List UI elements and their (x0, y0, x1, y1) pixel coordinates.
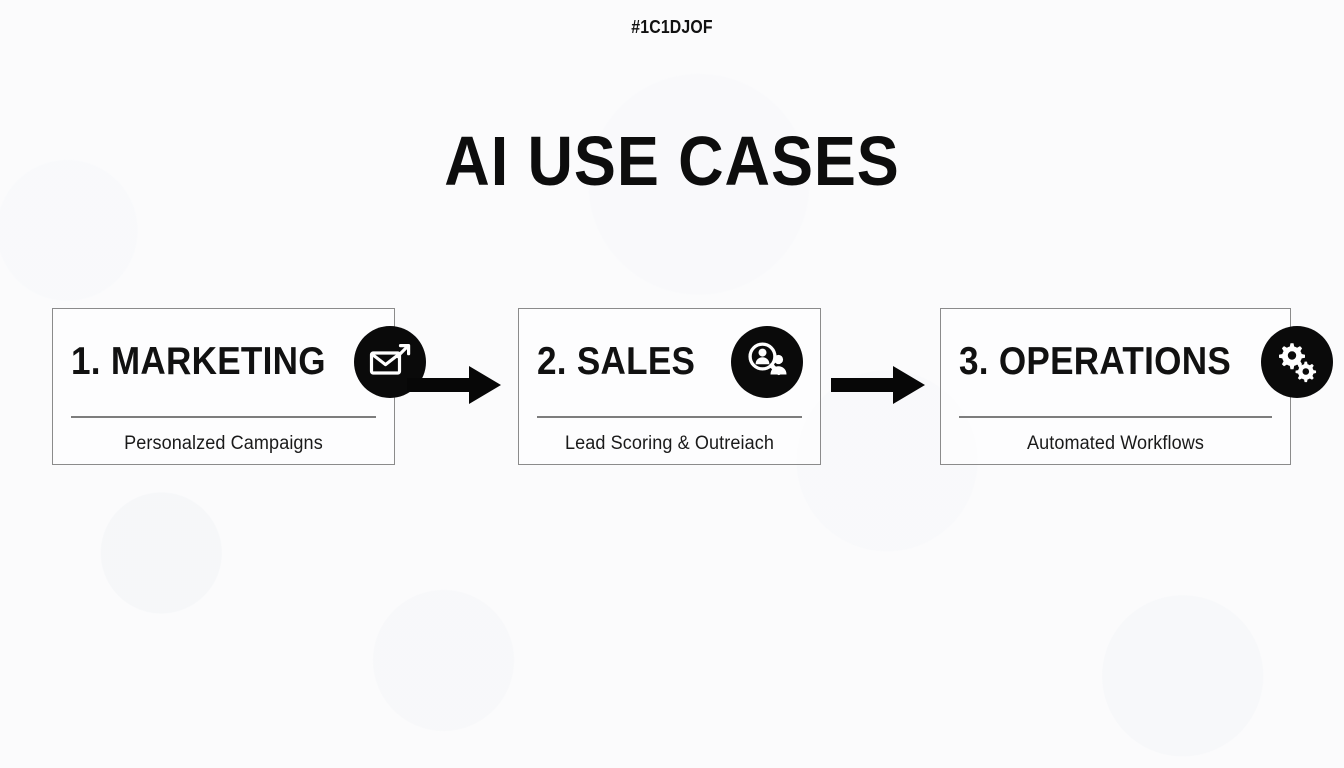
card-caption: Personalzed Campaigns (124, 433, 323, 454)
use-case-card-sales[interactable]: 2. SALES Lead Scoring & Outreiach (518, 308, 821, 465)
page-title: AI USE CASES (444, 121, 900, 200)
arrow-right-icon (831, 362, 925, 408)
gears-icon (1261, 325, 1334, 398)
card-divider (959, 416, 1272, 418)
card-header: 1. MARKETING (53, 309, 427, 414)
arrow-right-icon (407, 362, 501, 408)
card-heading: 1. MARKETING (71, 339, 326, 383)
card-heading: 3. OPERATIONS (959, 339, 1232, 383)
card-caption: Lead Scoring & Outreiach (565, 433, 774, 454)
use-case-card-operations[interactable]: 3. OPERATIONS Automated Workflows (940, 308, 1334, 465)
card-heading: 2. SALES (537, 339, 696, 383)
card-divider (71, 416, 376, 418)
header-tag: #1C1DJOF (631, 17, 713, 37)
person-search-icon (731, 325, 803, 398)
card-header: 3. OPERATIONS (941, 309, 1334, 414)
use-case-card-marketing[interactable]: 1. MARKETING Personalzed Campaigns (52, 308, 427, 465)
card-divider (537, 416, 802, 418)
card-header: 2. SALES (519, 309, 820, 414)
card-caption: Automated Workflows (1026, 433, 1205, 454)
